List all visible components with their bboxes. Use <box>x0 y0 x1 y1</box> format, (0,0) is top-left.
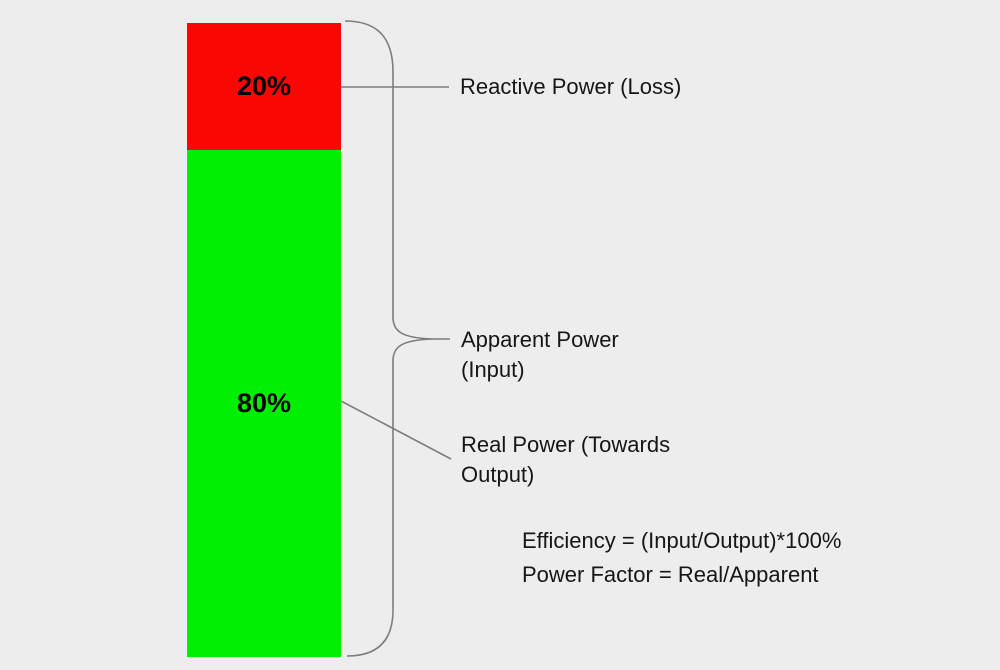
curly-brace <box>344 20 434 657</box>
apparent-power-label: Apparent Power (Input) <box>461 325 619 385</box>
real-power-label-line1: Real Power (Towards <box>461 432 671 457</box>
reactive-power-label-line1: Reactive Power (Loss) <box>460 74 682 99</box>
efficiency-formula: Efficiency = (Input/Output)*100% <box>522 528 842 553</box>
apparent-power-label-line1: Apparent Power <box>461 327 619 352</box>
real-power-segment: 80% <box>187 149 341 657</box>
reactive-power-label: Reactive Power (Loss) <box>460 72 681 102</box>
stacked-power-bar: 20% 80% <box>187 23 341 657</box>
real-percent-label: 80% <box>236 387 292 418</box>
formulas-block: Efficiency = (Input/Output)*100% Power F… <box>522 524 841 592</box>
real-connector-line <box>340 400 452 460</box>
apparent-power-label-line2: (Input) <box>461 357 525 382</box>
power-factor-formula: Power Factor = Real/Apparent <box>522 562 819 587</box>
reactive-power-segment: 20% <box>187 23 341 150</box>
real-power-label-line2: Output) <box>461 462 535 487</box>
reactive-percent-label: 20% <box>236 70 292 101</box>
real-power-label: Real Power (Towards Output) <box>461 430 670 490</box>
